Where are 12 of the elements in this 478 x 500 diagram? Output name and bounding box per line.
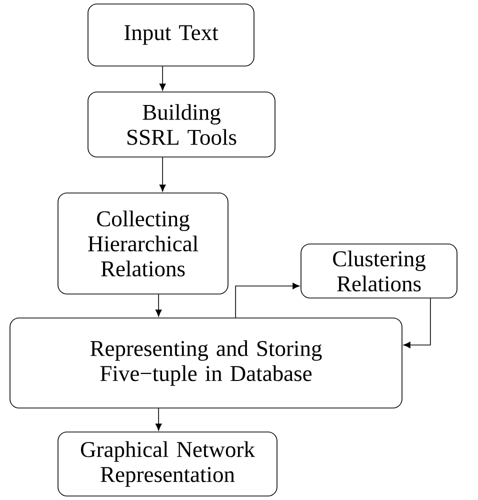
arrow (403, 298, 431, 348)
arrow (159, 66, 166, 91)
process-box: Collecting Hierarchical Relations (58, 192, 228, 294)
process-box: Representing and Storing Five−tuple in Database (10, 318, 402, 408)
process-box: Graphical Network Representation (58, 432, 278, 496)
process-box: Input Text (88, 4, 254, 66)
arrow (155, 408, 162, 431)
arrow (155, 294, 162, 317)
arrow (159, 157, 166, 192)
arrow (235, 282, 300, 318)
process-box: Building SSRL Tools (88, 92, 276, 158)
process-box: Clustering Relations (300, 244, 458, 298)
